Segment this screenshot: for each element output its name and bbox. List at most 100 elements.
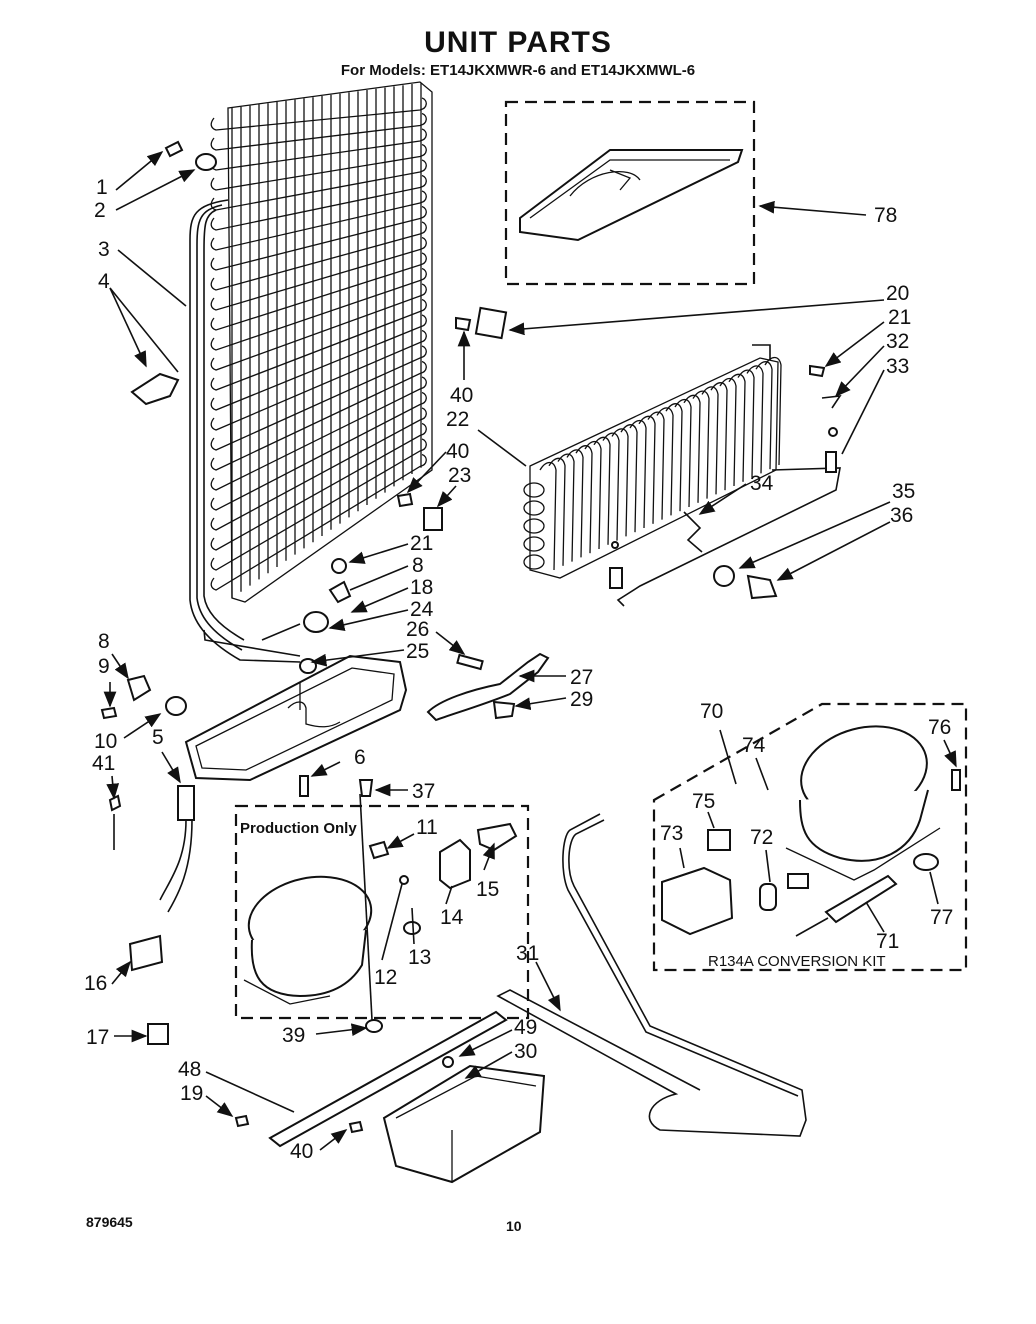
callout-35: 35: [892, 480, 915, 503]
conversion-kit-label: R134A CONVERSION KIT: [708, 953, 886, 970]
callout-36: 36: [890, 504, 913, 527]
evaporator-fin: [719, 377, 737, 487]
evaporator-fin: [575, 445, 593, 554]
callout-17: 17: [86, 1026, 109, 1049]
callout-19: 19: [180, 1082, 203, 1105]
callout-32: 32: [886, 330, 909, 353]
evaporator-fin: [665, 403, 683, 512]
condenser-tube: [210, 345, 427, 451]
callout-74: 74: [742, 734, 766, 757]
evaporator-fin: [647, 411, 665, 520]
callout-15: 15: [476, 878, 499, 901]
callout-31: 31: [516, 942, 539, 965]
document-number: 879645: [86, 1214, 133, 1230]
evaporator-fin: [638, 415, 656, 524]
callout-37: 37: [412, 780, 435, 803]
leader-lines: [103, 150, 957, 1151]
callout-71: 71: [876, 930, 899, 953]
evaporator-fin: [710, 382, 728, 491]
evaporator-fin: [683, 394, 701, 503]
evaporator-return-bend: [523, 536, 545, 552]
condenser-tube: [210, 360, 427, 471]
evaporator-fin: [737, 369, 755, 478]
evaporator-fin: [656, 407, 674, 516]
callout-40b: 40: [446, 440, 469, 463]
condenser-tube: [210, 391, 427, 511]
callout-33: 33: [886, 355, 909, 378]
callout-29: 29: [570, 688, 593, 711]
condenser-tube: [210, 376, 427, 491]
condenser-tube: [210, 407, 427, 531]
callout-40c: 40: [290, 1140, 313, 1163]
callout-30: 30: [514, 1040, 537, 1063]
callout-10: 10: [94, 730, 117, 753]
callout-1: 1: [96, 176, 108, 199]
evaporator-fin: [593, 436, 611, 545]
condenser-tube: [210, 438, 427, 571]
condenser-tube: [210, 174, 427, 231]
condenser-coil: [189, 81, 433, 663]
evaporator-fin: [557, 453, 575, 562]
callout-3: 3: [98, 238, 110, 261]
evaporator-fin: [746, 365, 764, 474]
callout-23: 23: [448, 464, 471, 487]
callout-4: 4: [98, 270, 110, 293]
condenser-tube: [210, 283, 427, 371]
callout-5: 5: [152, 726, 164, 749]
callout-34: 34: [750, 472, 774, 495]
condenser-tube: [210, 97, 427, 131]
compressor-base: [268, 1010, 546, 1184]
callout-6: 6: [354, 746, 366, 769]
callout-77: 77: [930, 906, 953, 929]
callout-18: 18: [410, 576, 433, 599]
small-parts: [100, 140, 842, 1134]
callout-70: 70: [700, 700, 723, 723]
evaporator-coil: [523, 344, 841, 607]
callout-20: 20: [886, 282, 909, 305]
evaporator-fin: [764, 356, 782, 466]
callout-9: 9: [98, 655, 110, 678]
callout-13: 13: [408, 946, 431, 969]
evaporator-fin: [674, 398, 692, 508]
evaporator-fin: [701, 386, 719, 495]
condenser-tube: [210, 205, 427, 271]
evaporator-return-bend: [523, 554, 545, 570]
condenser-tube: [210, 221, 427, 291]
evaporator-return-bend: [523, 482, 545, 498]
production-only-label: Production Only: [240, 820, 357, 837]
models-subtitle: For Models: ET14JKXMWR-6 and ET14JKXMWL-…: [340, 62, 696, 79]
condenser-tube: [210, 143, 427, 191]
callout-48: 48: [178, 1058, 201, 1081]
callout-12: 12: [374, 966, 397, 989]
condenser-tube: [210, 329, 427, 431]
evaporator-fin: [548, 457, 566, 566]
callout-27: 27: [570, 666, 593, 689]
drain-pan: [184, 654, 408, 782]
callout-76: 76: [928, 716, 951, 739]
callout-25: 25: [406, 640, 429, 663]
evaporator-fin: [755, 361, 773, 470]
condenser-tube: [210, 422, 427, 551]
callout-40a: 40: [450, 384, 473, 407]
callout-78: 78: [874, 204, 897, 227]
callout-2: 2: [94, 199, 106, 222]
callout-49: 49: [514, 1016, 537, 1039]
evaporator-fin: [620, 424, 638, 533]
callout-72: 72: [750, 826, 773, 849]
evaporator-fin: [728, 373, 746, 482]
callout-73: 73: [660, 822, 683, 845]
condenser-tube: [210, 267, 427, 351]
condenser-tube: [210, 453, 427, 591]
condenser-tube: [210, 112, 427, 151]
condenser-tube: [210, 298, 427, 391]
condenser-tube: [210, 190, 427, 251]
callout-21b: 21: [410, 532, 433, 555]
callout-8b: 8: [98, 630, 110, 653]
evaporator-fin: [584, 440, 602, 550]
conversion-kit-box: [652, 702, 968, 972]
evaporator-return-bend: [523, 500, 545, 516]
callout-11: 11: [416, 816, 438, 839]
callout-14: 14: [440, 906, 464, 929]
callout-16: 16: [84, 972, 107, 995]
